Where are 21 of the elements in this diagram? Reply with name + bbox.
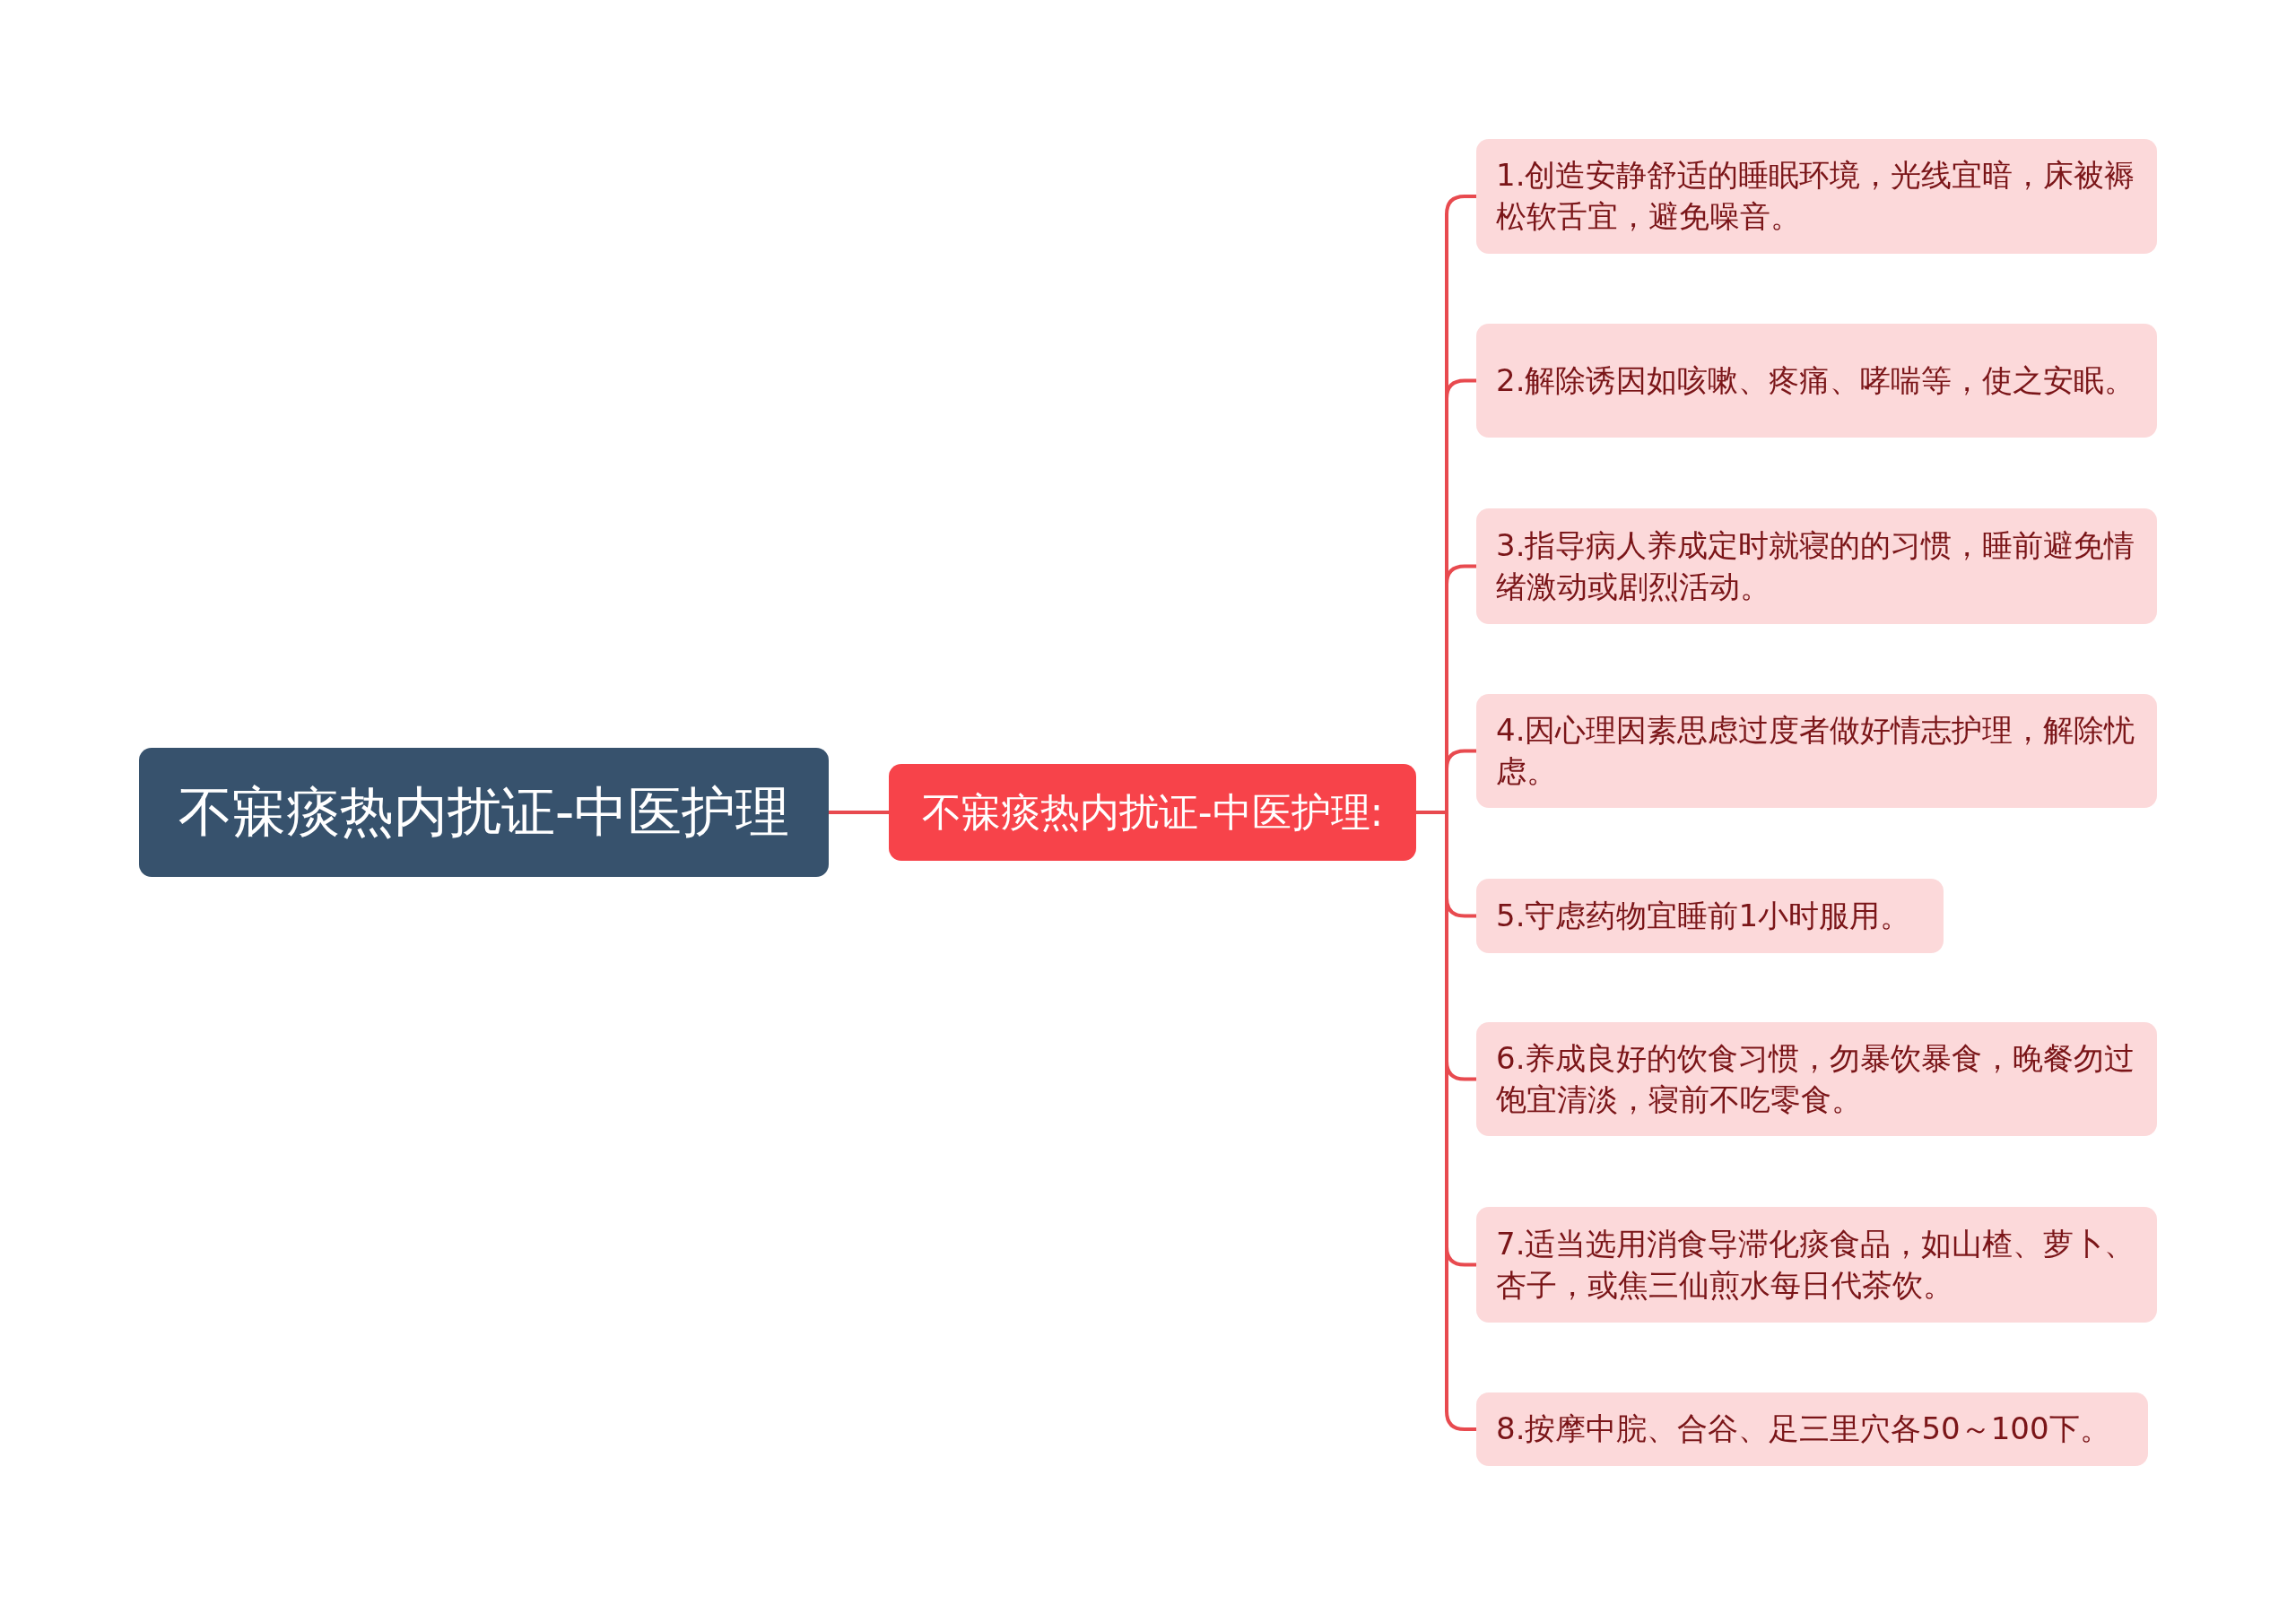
leaf-topic-box (1476, 1022, 2157, 1136)
topic-text: 4.因心理因素思虑过度者做好情志护理，解除忧虑。 (1496, 710, 2136, 791)
leaf-topic-box (1476, 1392, 2148, 1466)
topic-text: 不寐痰热内扰证-中医护理: (921, 787, 1384, 837)
leaf-topic-box (1476, 508, 2157, 624)
leaf-topic-box (1476, 1207, 2157, 1323)
topic-text: 1.创造安静舒适的睡眠环境，光线宜暗，床被褥松软舌宜，避免噪音。 (1496, 156, 2136, 236)
topic-text: 2.解除诱因如咳嗽、疼痛、哮喘等，使之安眠。 (1496, 360, 2135, 400)
leaf-topic-box (1476, 139, 2157, 254)
leaf-topic-box (1476, 324, 2157, 438)
connector-line (829, 811, 889, 814)
root-topic-box (139, 748, 829, 877)
branch-topic-box (889, 764, 1416, 861)
leaf-topic-box (1476, 879, 1944, 953)
topic-text: 7.适当选用消食导滞化痰食品，如山楂、萝卜、杏子，或焦三仙煎水每日代茶饮。 (1496, 1224, 2136, 1305)
topic-text: 不寐痰热内扰证-中医护理 (178, 778, 790, 845)
topic-text: 8.按摩中脘、合谷、足三里穴各50～100下。 (1496, 1410, 2110, 1449)
topic-text: 5.守虑药物宜睡前1小时服用。 (1496, 896, 1911, 935)
topic-text: 3.指导病人养成定时就寝的的习惯，睡前避免情绪激动或剧烈活动。 (1496, 525, 2136, 606)
topic-text: 6.养成良好的饮食习惯，勿暴饮暴食，晚餐勿过饱宜清淡，寝前不吃零食。 (1496, 1038, 2136, 1119)
leaf-topic-box (1476, 694, 2157, 808)
